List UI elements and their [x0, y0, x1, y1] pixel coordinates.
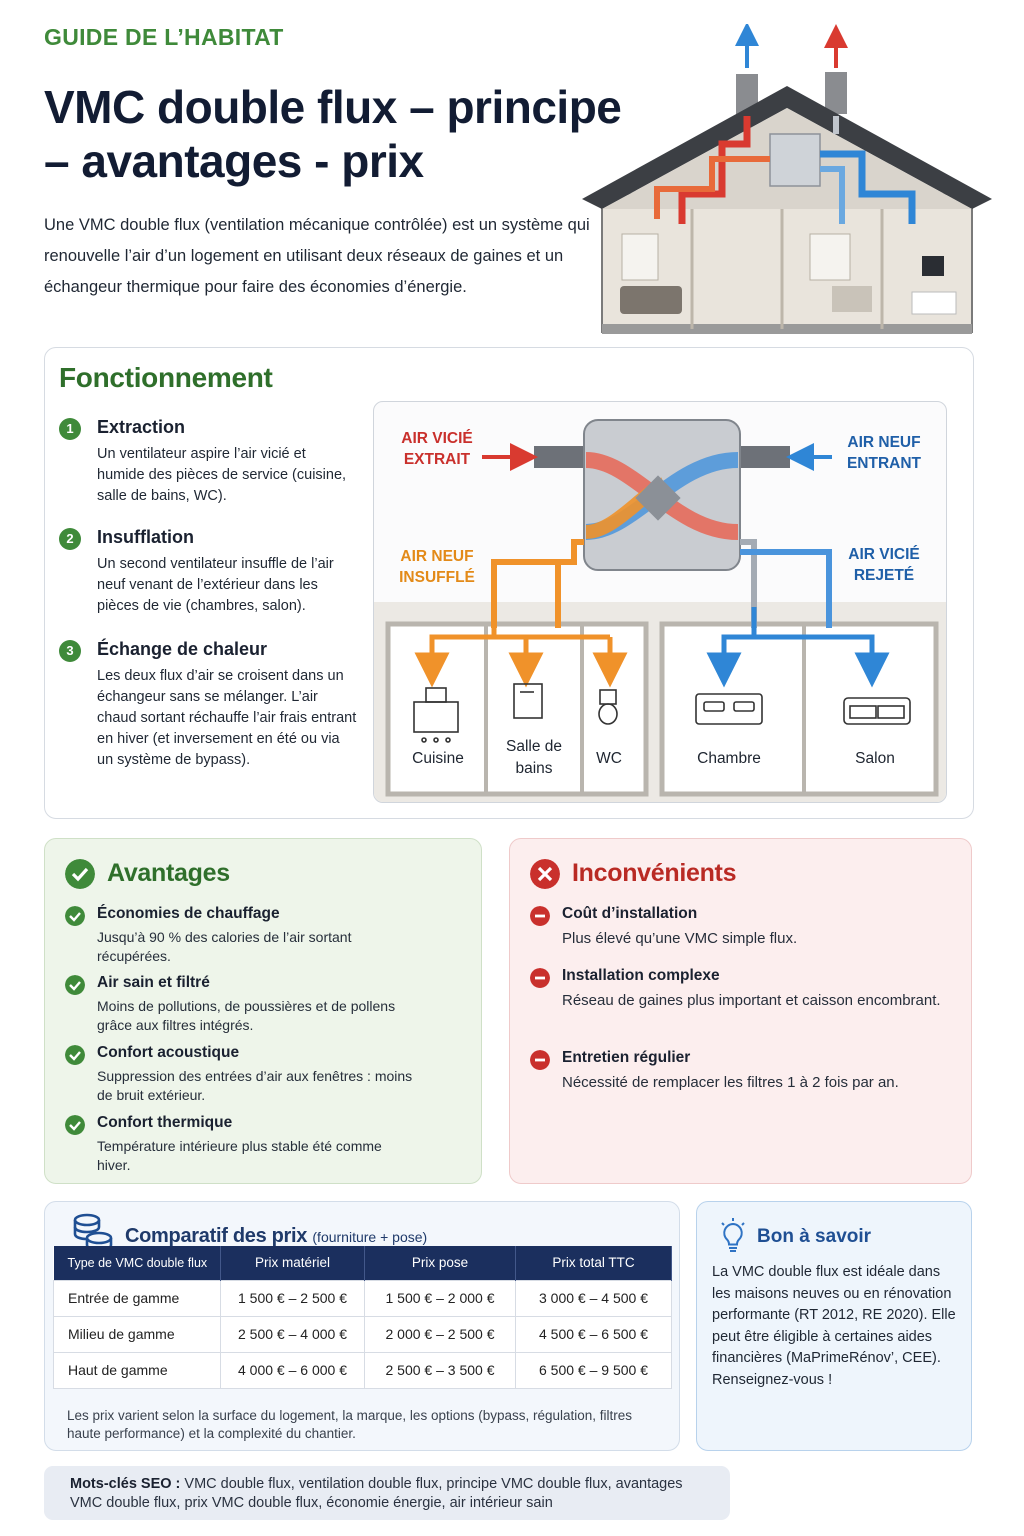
page-title: VMC double flux – principe – avantages -…	[44, 81, 622, 187]
vmc-diagram-drawing	[374, 419, 946, 802]
bon-a-savoir-text: La VMC double flux est idéale dans les m…	[712, 1264, 956, 1388]
table-header: Prix matériel	[220, 1246, 365, 1280]
label-air-neuf-entrant: AIR NEUF ENTRANT	[846, 434, 922, 472]
step-number: 1	[59, 418, 81, 440]
bon-a-savoir-title: Bon à savoir	[757, 1226, 872, 1247]
bed-icon	[695, 693, 763, 725]
seo-text: VMC double flux, ventilation double flux…	[70, 1476, 683, 1511]
house-illustration	[582, 24, 992, 334]
check-icon	[65, 1045, 85, 1065]
inconvenients-section: Inconvénients Coût d’installation Plus é…	[509, 838, 972, 1184]
table-header: Prix total TTC	[515, 1246, 672, 1280]
table-cell: 2 000 € – 2 500 €	[364, 1315, 516, 1353]
kicker: GUIDE DE L’HABITAT	[44, 24, 284, 50]
table-cell: 2 500 € – 4 000 €	[220, 1315, 365, 1353]
step-title: Échange de chaleur	[97, 639, 268, 659]
bon-a-savoir-section: Bon à savoir La VMC double flux est idéa…	[696, 1201, 972, 1451]
table-cell: 3 000 € – 4 500 €	[515, 1279, 672, 1317]
minus-circle-icon	[530, 968, 550, 988]
lightbulb-icon	[721, 1218, 745, 1252]
table-row: Milieu de gamme 2 500 € – 4 000 € 2 000 …	[53, 1315, 672, 1353]
fonctionnement-title: Fonctionnement	[59, 362, 273, 393]
avantage-text: Suppression des entrées d’air aux fenêtr…	[97, 1068, 413, 1103]
x-circle-icon	[530, 859, 560, 889]
table-cell: 4 500 € – 6 500 €	[515, 1315, 672, 1353]
check-icon	[65, 906, 85, 926]
prix-section: Comparatif des prix (fourniture + pose) …	[44, 1201, 680, 1451]
label-air-vicie-rejete: AIR VICIÉ REJETÉ	[848, 546, 920, 584]
table-cell: 4 000 € – 6 000 €	[220, 1351, 365, 1389]
avantage-text: Moins de pollutions, de poussières et de…	[97, 998, 396, 1033]
step-number: 2	[59, 528, 81, 550]
inconvenient-text: Plus élevé qu’une VMC simple flux.	[562, 930, 798, 947]
table-cell: Entrée de gamme	[53, 1279, 221, 1317]
avantage-text: Jusqu’à 90 % des calories de l’air sorta…	[97, 929, 352, 964]
inconvenients-title: Inconvénients	[572, 859, 737, 887]
avantage-title: Confort acoustique	[97, 1044, 240, 1061]
stove-icon	[413, 687, 459, 743]
avantages-title: Avantages	[107, 859, 230, 887]
label-air-neuf-insuffle: AIR NEUF INSUFFLÉ	[399, 548, 475, 586]
avantage-title: Confort thermique	[97, 1114, 233, 1131]
step-title: Insufflation	[97, 527, 194, 547]
inconvenient-title: Installation complexe	[562, 967, 720, 984]
table-row: Haut de gamme 4 000 € – 6 000 € 2 500 € …	[53, 1351, 672, 1389]
room-salle-de-bains: Salle de bains	[505, 738, 562, 777]
table-cell: 6 500 € – 9 500 €	[515, 1351, 672, 1389]
seo-label: Mots-clés SEO :	[70, 1476, 181, 1492]
avantages-section: Avantages Économies de chauffage Jusqu’à…	[44, 838, 482, 1184]
table-row: Entrée de gamme 1 500 € – 2 500 € 1 500 …	[53, 1279, 672, 1317]
inconvenient-text: Réseau de gaines plus important et caiss…	[562, 992, 941, 1009]
shower-icon	[513, 683, 543, 719]
step-text: Un second ventilateur insuffle de l’air …	[97, 556, 334, 614]
table-header: Prix pose	[364, 1246, 516, 1280]
check-circle-icon	[65, 859, 95, 889]
prix-table: Type de VMC double flux Prix matériel Pr…	[53, 1246, 672, 1389]
table-cell: Haut de gamme	[53, 1351, 221, 1389]
step-text: Les deux flux d’air se croisent dans un …	[97, 668, 357, 768]
vmc-diagram: AIR VICIÉ EXTRAIT AIR NEUF ENTRANT AIR N…	[373, 401, 947, 803]
avantage-text: Température intérieure plus stable été c…	[97, 1138, 382, 1173]
intro-text: Une VMC double flux (ventilation mécaniq…	[44, 216, 590, 296]
inconvenient-text: Nécessité de remplacer les filtres 1 à 2…	[562, 1074, 899, 1091]
table-cell: 1 500 € – 2 000 €	[364, 1279, 516, 1317]
table-header-row: Type de VMC double flux Prix matériel Pr…	[53, 1246, 672, 1280]
sofa-icon	[843, 697, 911, 725]
fonctionnement-section: Fonctionnement 1 Extraction Un ventilate…	[44, 347, 974, 819]
table-cell: 1 500 € – 2 500 €	[220, 1279, 365, 1317]
step-title: Extraction	[97, 417, 186, 437]
minus-circle-icon	[530, 906, 550, 926]
room-cuisine: Cuisine	[412, 750, 464, 767]
inconvenient-title: Entretien régulier	[562, 1049, 691, 1066]
seo-keywords: Mots-clés SEO : VMC double flux, ventila…	[44, 1466, 730, 1520]
step-number: 3	[59, 640, 81, 662]
prix-title: Comparatif des prix (fourniture + pose)	[125, 1225, 428, 1247]
check-icon	[65, 975, 85, 995]
room-chambre: Chambre	[697, 750, 761, 767]
table-cell: Milieu de gamme	[53, 1315, 221, 1353]
room-salon: Salon	[855, 750, 895, 767]
table-cell: 2 500 € – 3 500 €	[364, 1351, 516, 1389]
step-text: Un ventilateur aspire l’air vicié et hum…	[97, 446, 347, 504]
avantage-title: Air sain et filtré	[97, 974, 210, 991]
toilet-icon	[598, 689, 618, 725]
prix-note: Les prix varient selon la surface du log…	[67, 1408, 633, 1441]
label-air-vicie-extrait: AIR VICIÉ EXTRAIT	[401, 430, 473, 468]
table-header: Type de VMC double flux	[53, 1246, 221, 1280]
inconvenient-title: Coût d’installation	[562, 905, 698, 922]
avantage-title: Économies de chauffage	[97, 905, 280, 922]
minus-circle-icon	[530, 1050, 550, 1070]
check-icon	[65, 1115, 85, 1135]
room-wc: WC	[596, 750, 622, 767]
